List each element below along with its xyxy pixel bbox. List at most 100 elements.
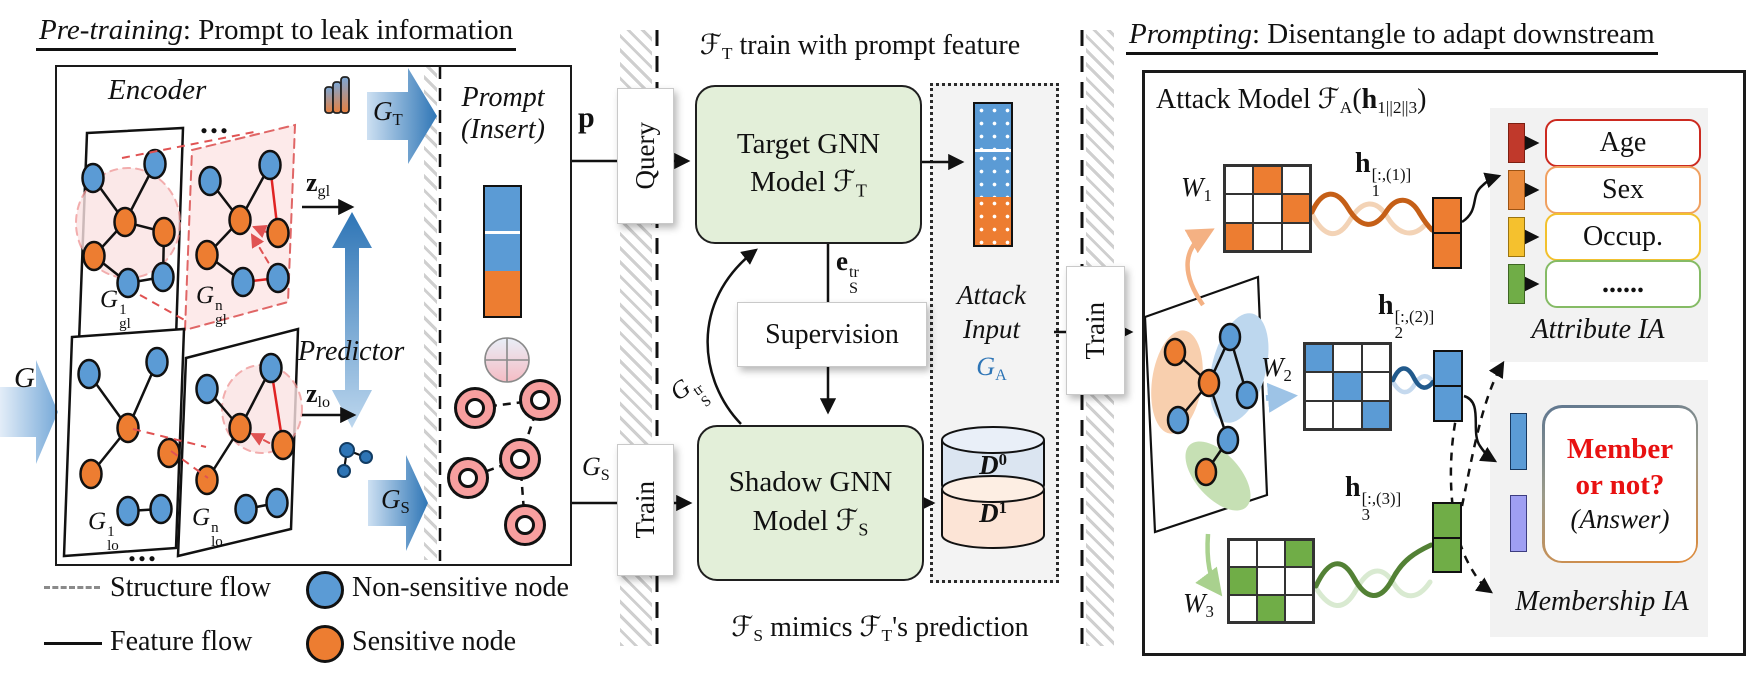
grid-cell — [1257, 594, 1285, 622]
grid-cell — [1305, 372, 1334, 401]
grid-cell — [1333, 344, 1362, 373]
gt-label: GT — [373, 96, 403, 130]
ellipsis-top: ... — [200, 104, 230, 140]
prompting-title: Prompting: Disentangle to adapt downstre… — [1126, 18, 1658, 55]
d1-cylinder — [941, 475, 1045, 549]
etc-box: ...... — [1545, 260, 1701, 308]
membership-ia-label: Membership IA — [1515, 586, 1689, 617]
attack-input-line1: Attack — [957, 280, 1026, 310]
shadow-gnn-line1: Shadow GNN — [728, 466, 893, 499]
w3-routing-arrow — [1195, 533, 1223, 597]
grid-cell — [1253, 194, 1282, 223]
train-label: Train — [630, 481, 660, 539]
grid-cell — [1253, 222, 1282, 251]
attribute-ia-label: Attribute IA — [1531, 314, 1665, 345]
structure-flow-links-gl — [121, 131, 255, 323]
grid-cell — [1333, 400, 1362, 429]
ga-label: GA — [976, 352, 1007, 384]
structure-flow-links-lo — [132, 428, 209, 479]
ellipsis-bottom: ... — [128, 532, 158, 568]
h2-wavy-link — [1390, 366, 1436, 395]
attack-model-label: Attack Model ℱA(h1||2||3) — [1156, 82, 1427, 118]
sex-box: Sex — [1545, 166, 1701, 214]
grid-cell — [1305, 400, 1334, 429]
grid-cell — [1229, 567, 1257, 595]
prompted-graph-plane — [1143, 275, 1269, 534]
structure-dots-icon — [337, 442, 373, 478]
prompt-label-line2: (Insert) — [461, 114, 545, 145]
graph-pane-glo1 — [62, 327, 186, 558]
w1-routing-arrow — [1184, 228, 1215, 307]
legend-nonsensitive-label: Non-sensitive node — [352, 572, 569, 603]
grid-cell — [1281, 222, 1310, 251]
separator-dashed-lines — [438, 30, 1084, 646]
w3-grid — [1227, 538, 1315, 624]
target-gnn-line1: Target GNN — [736, 127, 881, 160]
grid-cell — [1281, 194, 1310, 223]
legend-feature-sample — [44, 642, 102, 645]
member-blue-bar — [1510, 413, 1527, 470]
w1-grid — [1223, 164, 1312, 253]
h1-vector — [1432, 197, 1462, 269]
grid-cell — [1229, 594, 1257, 622]
sex-label: Sex — [1602, 174, 1644, 205]
legend-feature-label: Feature flow — [110, 626, 253, 657]
pretraining-title-em: Pre-training — [39, 14, 183, 46]
member-line2: or not? — [1575, 469, 1665, 502]
shadow-gnn-box: Shadow GNN Model ℱS — [697, 425, 924, 581]
h1-to-attribute-arrow — [1461, 172, 1502, 224]
query-box: Query — [617, 88, 674, 224]
h1-wavy-link — [1309, 191, 1435, 237]
predictor-double-arrow — [332, 212, 372, 428]
member-box: Member or not? (Answer) — [1542, 405, 1698, 563]
train2-label: Train — [1080, 301, 1110, 360]
grid-cell — [1333, 372, 1362, 401]
w3-label: W3 — [1183, 588, 1214, 622]
grid-cell — [1225, 166, 1254, 195]
member-purple-bar — [1510, 495, 1527, 552]
grid-cell — [1305, 344, 1334, 373]
legend-structure-sample — [44, 586, 100, 589]
p-label: p — [578, 101, 595, 134]
input-g-arrow — [0, 360, 58, 464]
predictor-label: Predictor — [298, 336, 405, 367]
prompting-title-rest: : Disentangle to adapt downstream — [1251, 18, 1655, 50]
legend-nonsensitive-node — [306, 571, 344, 609]
occup-box: Occup. — [1545, 213, 1701, 261]
prompt-ring-graph — [447, 379, 561, 546]
gs-arrow — [368, 455, 428, 551]
gs-mid-label: GS — [582, 452, 610, 484]
train2-box: Train — [1066, 266, 1125, 395]
w2-routing-arrow — [1265, 382, 1298, 413]
gs-arrow-label: GS — [381, 484, 410, 518]
etc-label: ...... — [1602, 268, 1644, 299]
h2-label: h[:,(2)]2 — [1378, 290, 1435, 342]
grid-cell — [1285, 567, 1313, 595]
query-label: Query — [630, 122, 660, 190]
prompt-label-line1: Prompt — [461, 82, 545, 113]
h3-wavy-link — [1313, 542, 1434, 608]
train-box: Train — [617, 444, 674, 576]
input-g-label: G — [14, 362, 35, 394]
legend-structure-label: Structure flow — [110, 572, 271, 603]
grid-cell — [1285, 594, 1313, 622]
w2-grid — [1303, 342, 1392, 431]
legend-sensitive-label: Sensitive node — [352, 626, 517, 657]
member-line1: Member — [1566, 432, 1674, 465]
occup-bar — [1508, 217, 1525, 257]
sex-bar — [1508, 170, 1525, 210]
grid-cell — [1361, 372, 1390, 401]
d1-label: D1 — [979, 498, 1007, 529]
d0-label: D0 — [979, 450, 1007, 481]
encoder-label: Encoder — [108, 74, 207, 106]
h3-to-attribute-dashed — [1460, 360, 1505, 507]
supervision-box: Supervision — [737, 302, 927, 367]
h2-vector — [1433, 350, 1463, 422]
pretraining-box — [55, 65, 572, 566]
gt-arrow — [367, 68, 437, 164]
